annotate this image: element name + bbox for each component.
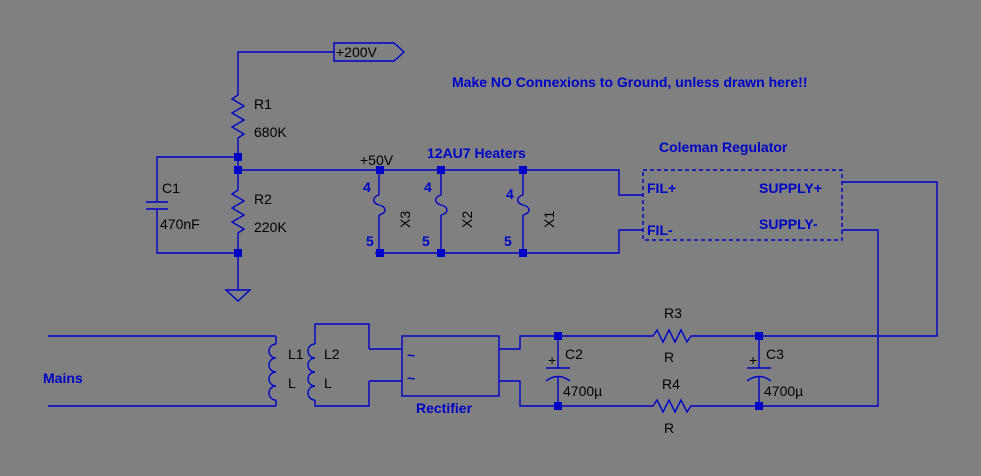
junction-dot	[234, 153, 242, 161]
inductor-l2[interactable]	[307, 323, 370, 407]
x3-pin-bottom: 5	[366, 233, 374, 249]
wire-heater-return	[375, 229, 643, 254]
wire-supply-minus	[763, 229, 879, 407]
junction-dot	[437, 249, 445, 257]
c3-ref: C3	[766, 346, 784, 362]
regulator-fil-minus: FIL-	[647, 222, 673, 238]
heater-x1[interactable]	[517, 170, 530, 253]
c2-value: 4700µ	[563, 383, 602, 399]
l1-ref: L1	[288, 346, 304, 362]
junction-dot	[376, 249, 384, 257]
junction-dot	[755, 332, 763, 340]
resistor-r1[interactable]	[230, 90, 246, 150]
rectifier-block[interactable]	[401, 335, 500, 397]
supply-flag-200v-label: +200V	[336, 44, 378, 60]
heaters-label: 12AU7 Heaters	[427, 145, 526, 161]
net-label-50v: +50V	[360, 152, 394, 168]
regulator-fil-plus: FIL+	[647, 180, 676, 196]
c2-ref: C2	[565, 346, 583, 362]
regulator-supply-minus: SUPPLY-	[759, 216, 818, 232]
l2-value: L	[324, 375, 332, 391]
l1-value: L	[288, 375, 296, 391]
r2-ref: R2	[254, 191, 272, 207]
capacitor-c2[interactable]	[545, 336, 571, 406]
wire-50v-rail	[238, 169, 643, 196]
r4-value: R	[664, 420, 674, 436]
r3-value: R	[664, 349, 674, 365]
regulator-title: Coleman Regulator	[659, 139, 788, 155]
ground-warning-note: Make NO Connexions to Ground, unless dra…	[452, 74, 808, 90]
heater-x3[interactable]	[373, 170, 386, 253]
rectifier-ac2: ~	[407, 370, 415, 386]
junction-dot	[554, 402, 562, 410]
regulator-block[interactable]	[642, 169, 843, 241]
junction-dot	[554, 332, 562, 340]
r1-value: 680K	[254, 124, 287, 140]
x3-ref: X3	[397, 211, 413, 228]
resistor-r2[interactable]	[230, 170, 246, 253]
capacitor-c1[interactable]	[146, 156, 238, 254]
junction-dot	[519, 249, 527, 257]
r4-ref: R4	[662, 376, 680, 392]
ground-symbol-icon	[224, 253, 252, 302]
supply-flag-200v[interactable]: +200V	[333, 42, 406, 62]
r2-value: 220K	[254, 219, 287, 235]
c3-plus-sign: +	[749, 352, 757, 368]
c2-plus-sign: +	[548, 352, 556, 368]
resistor-r4[interactable]	[649, 398, 763, 414]
x1-pin-top: 4	[506, 186, 514, 202]
wire-200v-to-r1	[237, 51, 334, 90]
junction-dot	[234, 249, 242, 257]
junction-dot	[519, 166, 527, 174]
junction-dot	[437, 166, 445, 174]
x2-ref: X2	[459, 211, 475, 228]
x3-pin-top: 4	[363, 179, 371, 195]
rectifier-ac1: ~	[407, 347, 415, 363]
x2-pin-top: 4	[424, 179, 432, 195]
c1-ref: C1	[162, 180, 180, 196]
regulator-supply-plus: SUPPLY+	[759, 180, 822, 196]
inductor-l1[interactable]	[268, 336, 277, 406]
l2-ref: L2	[324, 346, 340, 362]
x2-pin-bottom: 5	[422, 233, 430, 249]
junction-dot	[376, 166, 384, 174]
mains-label: Mains	[43, 370, 83, 386]
r1-ref: R1	[254, 96, 272, 112]
wire-rect-plus	[499, 335, 649, 350]
c1-value: 470nF	[160, 216, 200, 232]
c3-value: 4700µ	[764, 383, 803, 399]
x1-pin-bottom: 5	[504, 233, 512, 249]
heater-x2[interactable]	[435, 170, 448, 253]
rectifier-label: Rectifier	[416, 400, 473, 416]
capacitor-c3[interactable]	[746, 336, 772, 406]
wire-supply-plus	[763, 181, 938, 337]
wire-rect-minus	[499, 380, 649, 407]
x1-ref: X1	[541, 211, 557, 228]
resistor-r3[interactable]	[649, 328, 763, 344]
r3-ref: R3	[664, 305, 682, 321]
junction-dot	[755, 402, 763, 410]
